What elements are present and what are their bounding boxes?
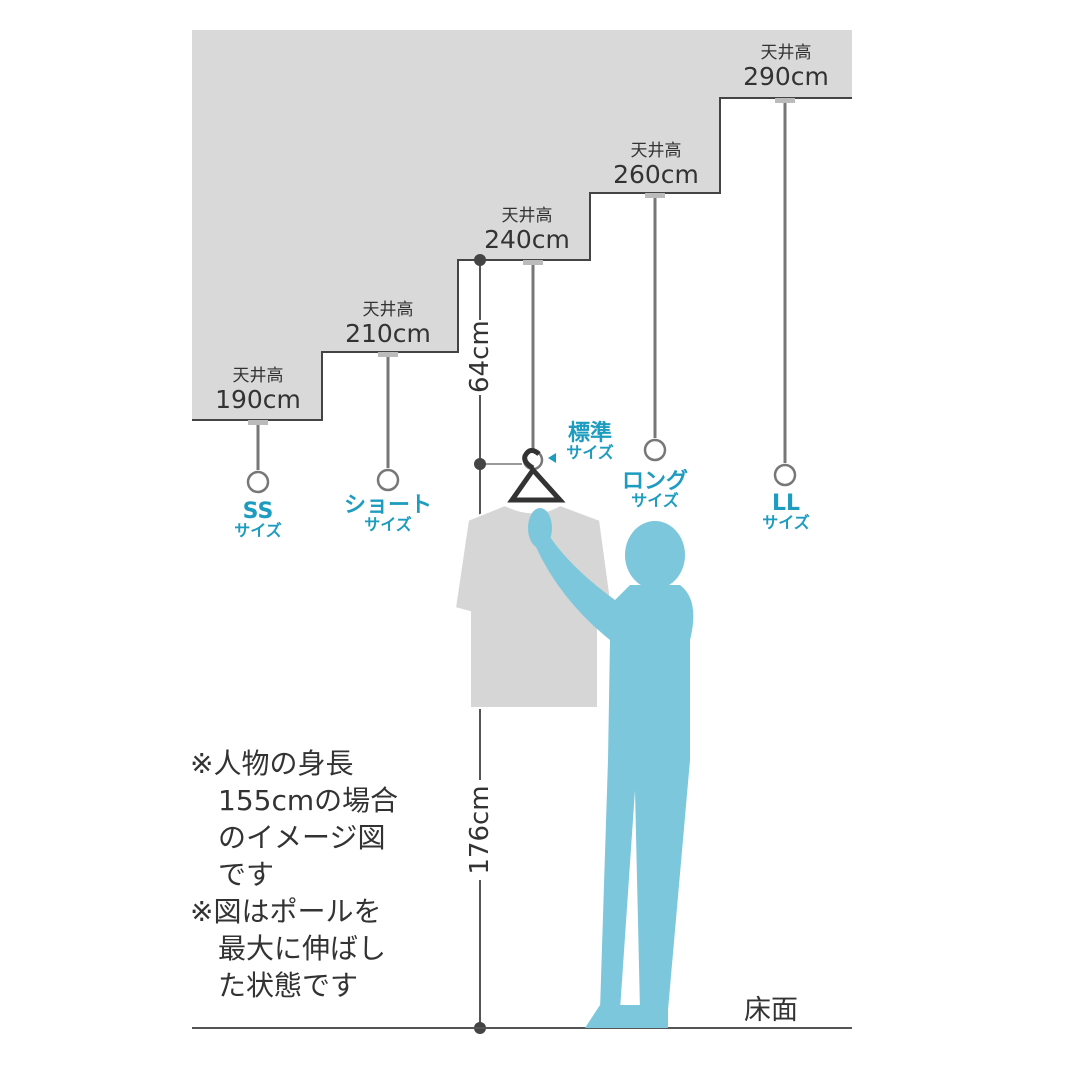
pole-ss bbox=[246, 420, 270, 494]
note-line: 最大に伸ばし bbox=[190, 932, 387, 965]
ceiling-steps bbox=[192, 30, 852, 420]
note-line: ※図はポールを bbox=[190, 895, 382, 928]
pole-long bbox=[643, 193, 667, 462]
note-line: です bbox=[190, 858, 275, 891]
dimension-176cm: 176cm bbox=[465, 785, 495, 875]
hanger bbox=[507, 448, 566, 503]
pole-standard bbox=[522, 260, 544, 471]
pole-ll bbox=[773, 98, 797, 487]
t-shirt bbox=[453, 503, 614, 709]
floor-label: 床面 bbox=[744, 995, 798, 1026]
size-label-short: ショートサイズ bbox=[343, 493, 432, 535]
pointer-arrow-icon bbox=[548, 453, 556, 463]
dimension-64cm: 64cm bbox=[465, 320, 495, 393]
size-label-standard: 標準サイズ bbox=[566, 421, 614, 463]
note-line: のイメージ図 bbox=[190, 821, 386, 854]
notes: ※人物の身長 155cmの場合 のイメージ図 です ※図はポールを 最大に伸ばし… bbox=[190, 745, 398, 1004]
size-label-long: ロングサイズ bbox=[621, 469, 688, 511]
note-line: 155cmの場合 bbox=[190, 784, 399, 817]
person-figure bbox=[528, 508, 694, 1028]
note-line: ※人物の身長 bbox=[190, 747, 354, 780]
pole-short bbox=[376, 352, 400, 492]
note-line: た状態です bbox=[190, 969, 359, 1002]
